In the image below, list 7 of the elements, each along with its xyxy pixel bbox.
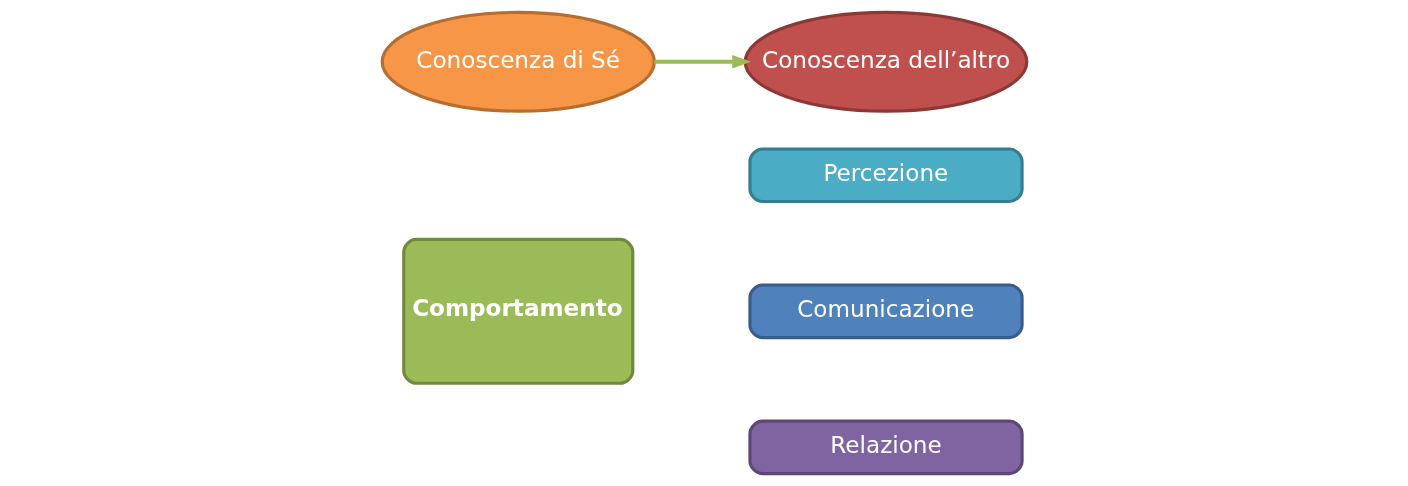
arrow [653, 55, 751, 69]
node-box: Comportamento [401, 237, 634, 385]
node-box: Percezione [747, 147, 1024, 204]
node-box: Comunicazione [747, 283, 1024, 340]
node-ellipse: Conoscenza di Sé [380, 10, 656, 113]
node-ellipse: Conoscenza dell’altro [743, 10, 1028, 113]
node-box: Relazione [747, 419, 1024, 476]
